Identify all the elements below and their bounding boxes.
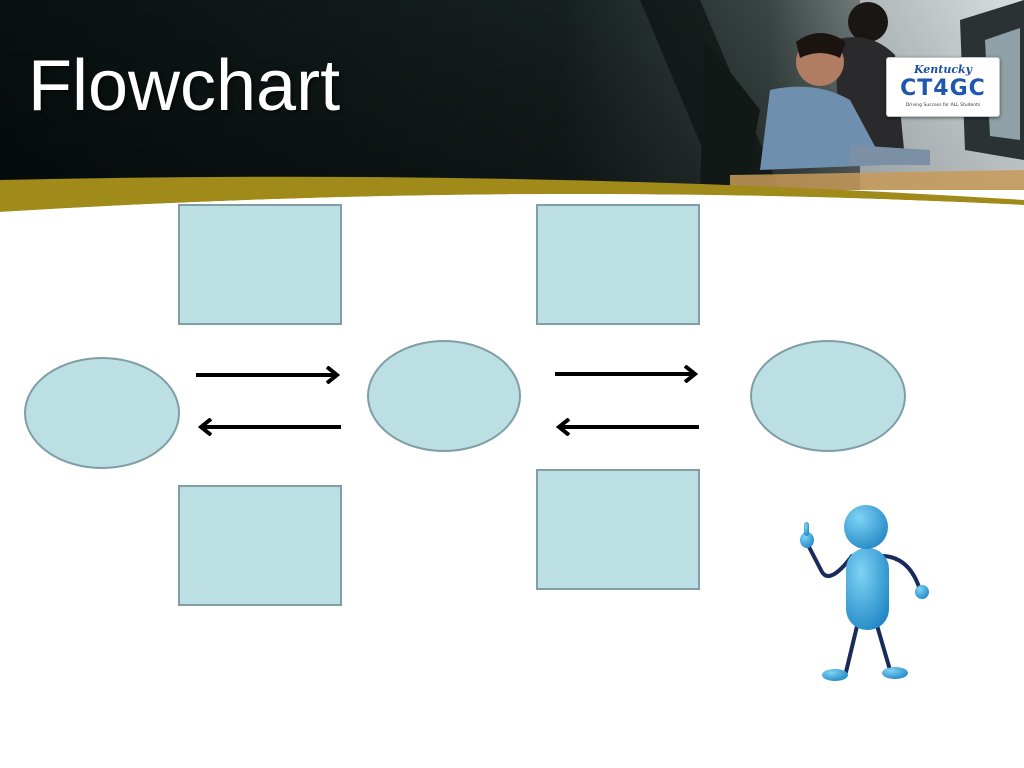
logo-tagline: Driving Success for ALL Students bbox=[905, 103, 981, 108]
logo-state-text: Kentucky bbox=[913, 63, 973, 76]
header-banner-graphic bbox=[0, 0, 1024, 215]
ct4gc-logo: Kentucky CT4GC Driving Success for ALL S… bbox=[886, 57, 1000, 117]
slide-header bbox=[0, 0, 1024, 215]
process-box-bottom-left bbox=[178, 485, 342, 606]
process-box-top-right bbox=[536, 204, 700, 325]
process-box-bottom-right bbox=[536, 469, 700, 590]
node-ellipse-left bbox=[24, 357, 180, 469]
node-ellipse-right bbox=[750, 340, 906, 452]
thinking-stick-figure-icon bbox=[770, 498, 955, 688]
process-box-top-left bbox=[178, 204, 342, 325]
node-ellipse-center bbox=[367, 340, 521, 452]
logo-main-text: CT4GC bbox=[900, 76, 986, 101]
slide-title: Flowchart bbox=[28, 46, 341, 126]
